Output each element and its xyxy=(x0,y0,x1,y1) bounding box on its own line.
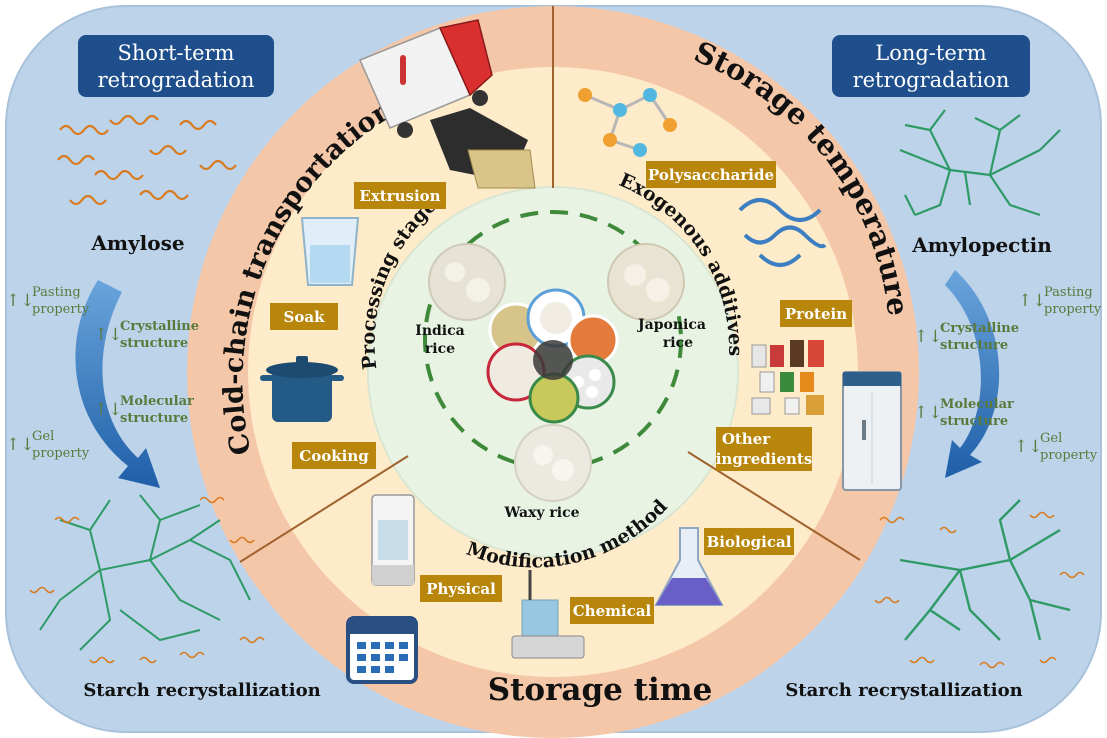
left-prop-2-line2: structure xyxy=(120,336,188,351)
cooking-tag xyxy=(292,442,376,469)
rice-food-collage xyxy=(486,288,619,424)
long-term-badge-line1: Long-term xyxy=(875,41,987,65)
pot-icon xyxy=(260,356,344,422)
left-arrow-icon xyxy=(75,280,160,488)
biological-tag-text: Biological xyxy=(707,533,792,551)
right-prop-2-line2: structure xyxy=(940,338,1008,353)
left-prop-arrows-3: ↑↓ xyxy=(94,400,123,420)
polysaccharide-tag-text: Polysaccharide xyxy=(648,166,774,184)
cooking-tag-text: Cooking xyxy=(299,447,369,465)
polysaccharide-tag xyxy=(646,161,776,188)
physical-tag-text: Physical xyxy=(426,580,496,598)
amylopectin-label: Amylopectin xyxy=(911,233,1052,257)
long-term-badge xyxy=(832,35,1030,97)
flask-icon xyxy=(654,527,724,606)
amylose-label: Amylose xyxy=(90,231,184,255)
short-term-badge-line1: Short-term xyxy=(118,41,235,65)
ingredients-bottles-icon xyxy=(751,340,824,415)
left-recrystallization-icon xyxy=(29,494,265,664)
right-prop-3-line2: structure xyxy=(940,414,1008,429)
right-prop-4-line1: Gel xyxy=(1040,431,1062,446)
storage-time-label: Storage time xyxy=(488,672,713,708)
biological-tag xyxy=(704,528,794,555)
soak-tag xyxy=(270,303,338,330)
waxy-rice-image xyxy=(514,424,592,502)
indica-rice-image xyxy=(428,243,506,321)
freezer-icon xyxy=(842,371,902,491)
left-prop-arrows-1: ↑↓ xyxy=(6,291,35,311)
right-prop-3-line1: Molecular xyxy=(940,397,1014,412)
left-prop-arrows-4: ↑↓ xyxy=(6,435,35,455)
left-prop-4-line2: property xyxy=(32,446,90,461)
long-term-badge-line2: retrogradation xyxy=(853,68,1010,92)
right-prop-4-line2: property xyxy=(1040,448,1098,463)
left-prop-1-line1: Pasting xyxy=(32,285,81,300)
chemical-tag-text: Chemical xyxy=(573,602,652,620)
protein-tag-text: Protein xyxy=(785,305,847,323)
polysaccharide-molecule-icon xyxy=(578,88,677,157)
short-term-badge xyxy=(78,35,274,97)
divider-bottom-left xyxy=(239,455,409,563)
other-ingredients-tag-line1: Other xyxy=(722,430,771,448)
calendar-icon xyxy=(346,616,418,684)
right-prop-arrows-4: ↑↓ xyxy=(1014,437,1043,457)
extrusion-tag xyxy=(354,182,446,209)
chemical-tag xyxy=(570,597,654,624)
right-prop-1-line1: Pasting xyxy=(1044,285,1093,300)
left-prop-arrows-2: ↑↓ xyxy=(94,325,123,345)
left-prop-1-line2: property xyxy=(32,302,90,317)
dashed-circle xyxy=(423,210,683,470)
right-prop-2-line1: Crystalline xyxy=(940,321,1019,336)
homogenizer-icon xyxy=(371,494,415,586)
right-arrow-icon xyxy=(945,270,1000,478)
other-ingredients-tag xyxy=(716,427,812,471)
waxy-label: Waxy rice xyxy=(503,505,579,521)
soak-tag-text: Soak xyxy=(284,308,326,326)
short-term-badge-line2: retrogradation xyxy=(98,68,255,92)
other-ingredients-tag-line2: ingredients xyxy=(716,450,813,468)
right-prop-arrows-1: ↑↓ xyxy=(1018,291,1047,311)
extruder-icon xyxy=(430,108,536,189)
protein-structure-icon xyxy=(738,198,827,267)
physical-tag xyxy=(420,575,502,602)
right-starch-label: Starch recrystallization xyxy=(785,680,1022,701)
extrusion-tag-text: Extrusion xyxy=(359,187,440,205)
beaker-icon xyxy=(300,217,360,286)
left-prop-4-line1: Gel xyxy=(32,429,54,444)
japonica-label-line2: rice xyxy=(663,335,693,351)
left-prop-3-line1: Molecular xyxy=(120,394,194,409)
stirrer-icon xyxy=(511,570,585,659)
amylopectin-molecule-icon xyxy=(899,109,1061,217)
left-starch-label: Starch recrystallization xyxy=(83,680,320,701)
right-prop-arrows-3: ↑↓ xyxy=(914,403,943,423)
protein-tag xyxy=(780,300,852,327)
indica-label-line1: Indica xyxy=(415,323,464,339)
right-prop-arrows-2: ↑↓ xyxy=(914,327,943,347)
indica-label-line2: rice xyxy=(425,341,455,357)
amylose-molecules-icon xyxy=(57,114,237,206)
refrigerated-truck-icon xyxy=(359,19,493,138)
right-prop-1-line2: property xyxy=(1044,302,1102,317)
left-prop-2-line1: Crystalline xyxy=(120,319,199,334)
japonica-label-line1: Japonica xyxy=(636,317,706,333)
right-recrystallization-icon xyxy=(874,499,1085,669)
left-prop-3-line2: structure xyxy=(120,411,188,426)
japonica-rice-image xyxy=(607,243,685,321)
